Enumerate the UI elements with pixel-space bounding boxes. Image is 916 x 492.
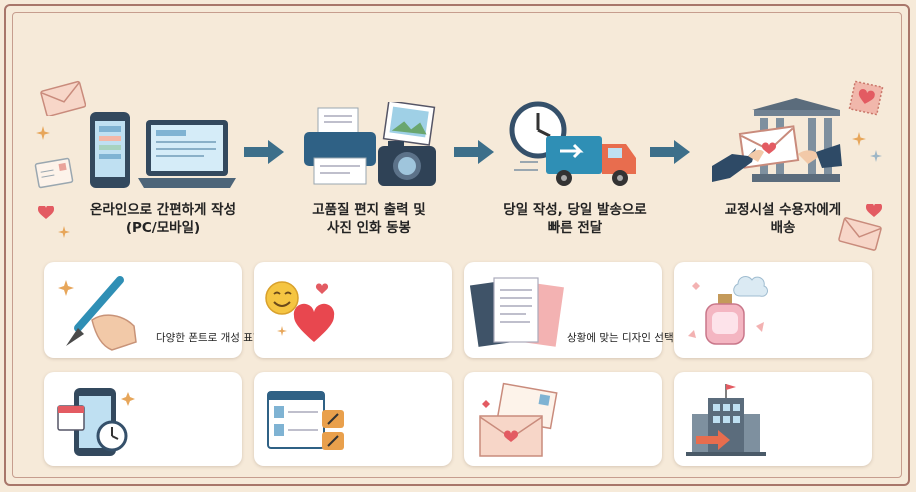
pen-hand-icon [58, 276, 137, 351]
papers-icon [470, 277, 564, 347]
postcard-icon [34, 157, 74, 189]
feature-card-scent [674, 262, 872, 358]
printer-camera-icon [304, 102, 436, 186]
feature-card-schedule [44, 372, 242, 466]
envelope-icon [40, 80, 86, 116]
arrow-right-icon [650, 140, 690, 164]
phone-calendar-icon [57, 388, 135, 456]
heart-icon [38, 206, 54, 219]
feature-card-facility [674, 372, 872, 466]
sparkle-icon [870, 150, 882, 162]
sparkle-icon [852, 132, 866, 146]
inner-frame [12, 12, 902, 478]
outer-frame [4, 4, 910, 486]
clock-truck-icon [509, 101, 636, 186]
sparkle-icon [58, 226, 70, 238]
step-1-label: 온라인으로 간편하게 작성 (PC/모바일) [89, 202, 237, 236]
step-4-label: 교정시설 수용자에게 배송 [724, 202, 842, 236]
step-3-label: 당일 작성, 당일 발송으로 빠른 전달 [503, 202, 647, 236]
smiley-heart-icon [265, 281, 335, 342]
feature-card-emoji [254, 262, 452, 358]
feature-card-design: 상황에 맞는 디자인 선택 [464, 262, 674, 358]
feature-text: 상황에 맞는 디자인 선택 [567, 332, 674, 344]
arrow-right-icon [244, 140, 284, 164]
stamp-icon [848, 80, 884, 116]
envelope-icon [838, 217, 882, 251]
heart-icon [866, 204, 882, 217]
feature-card-fonts: 다양한 폰트로 개성 표현 [44, 262, 263, 358]
arrow-right-icon [454, 140, 494, 164]
facility-icon [686, 384, 766, 456]
perfume-icon [688, 276, 768, 345]
hand-letter-building-icon [712, 98, 842, 182]
sparkle-icon [36, 126, 50, 140]
feature-card-envelope [464, 372, 662, 466]
feature-text: 다양한 폰트로 개성 표현 [156, 332, 263, 344]
phone-laptop-icon [90, 112, 236, 188]
feature-card-editor [254, 372, 452, 466]
step-2-label: 고품질 편지 출력 및 사진 인화 동봉 [312, 202, 426, 236]
envelopes-icon [479, 382, 558, 457]
editor-icon [267, 391, 344, 450]
